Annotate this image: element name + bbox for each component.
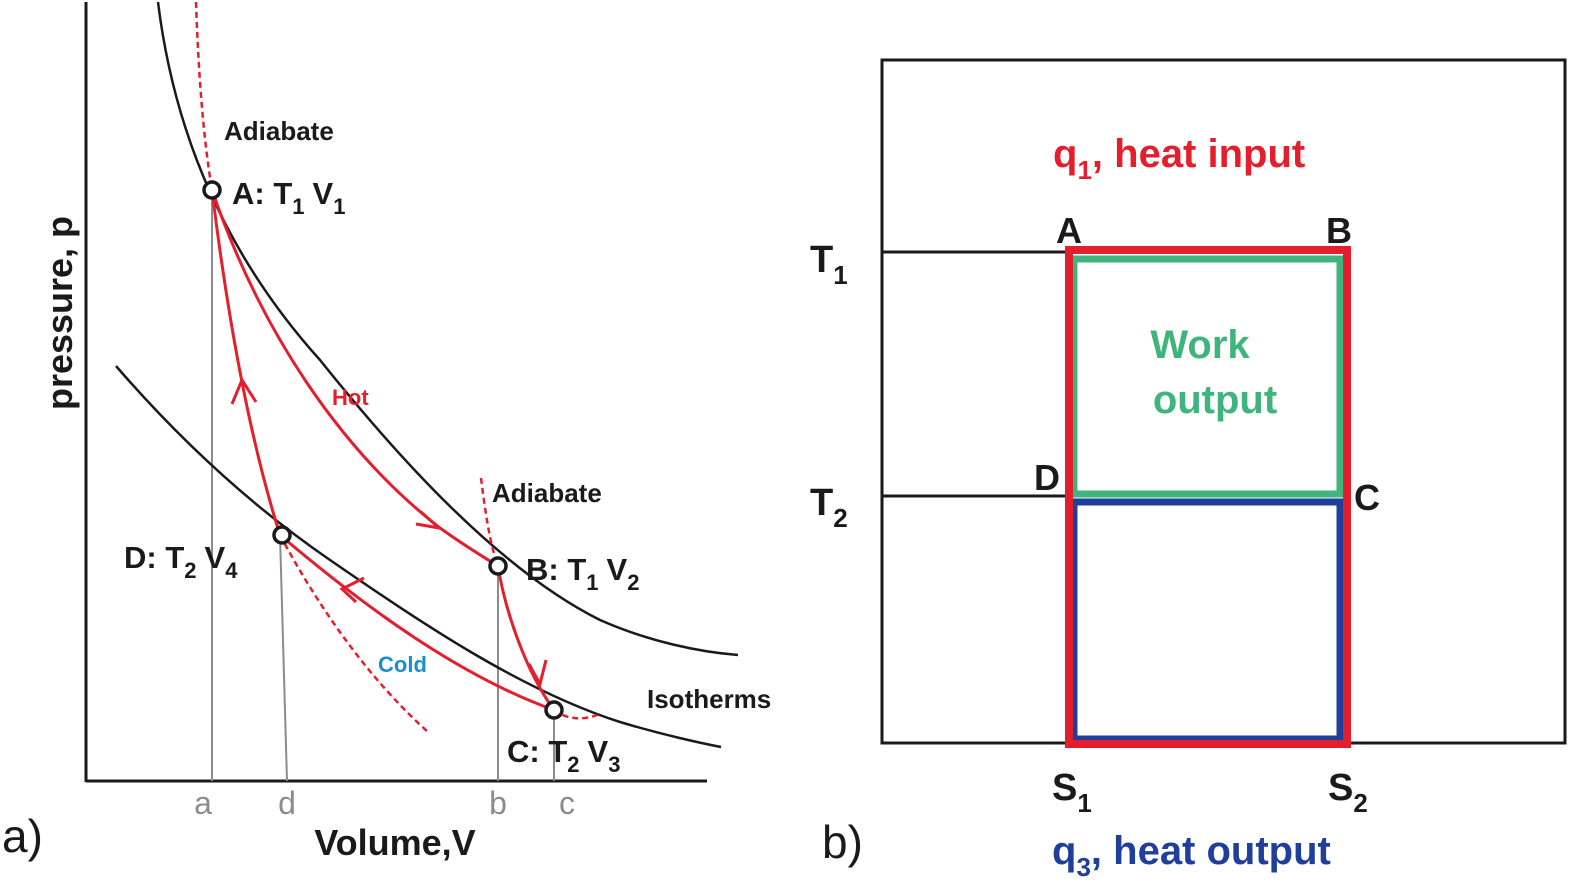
point-B-marker	[488, 556, 508, 576]
arrow-adiabatic-expansion	[527, 659, 548, 689]
arrow-hot-isotherm	[415, 510, 444, 531]
path-cold-isotherm	[279, 533, 555, 712]
isotherm-cold	[115, 365, 722, 749]
s2-label: S2	[1328, 767, 1368, 818]
tick-c: c	[559, 785, 575, 821]
point-A-marker	[202, 180, 222, 200]
corner-C-label: C	[1354, 477, 1380, 518]
adiabate-right-label: Adiabate	[492, 478, 602, 508]
path-adiabatic-compression	[210, 189, 282, 536]
corner-B-label: B	[1326, 210, 1352, 251]
s1-label: S1	[1052, 767, 1092, 818]
panel-b: A B C D T1 T2 S1 S2 q1, heat input Work …	[810, 58, 1567, 882]
t1-label: T1	[810, 239, 848, 290]
heat-input-region	[1065, 246, 1351, 748]
work-output-label-line2: output	[1153, 378, 1277, 422]
work-output-region	[1070, 255, 1344, 498]
isotherms-label: Isotherms	[647, 684, 771, 714]
arrow-cold-isotherm	[339, 576, 365, 604]
cold-label: Cold	[378, 652, 427, 677]
t2-label: T2	[810, 482, 848, 533]
adiabate-extension-left	[278, 534, 429, 733]
adiabate-top-label: Adiabate	[224, 116, 334, 146]
tick-a: a	[194, 785, 212, 821]
point-D-marker	[272, 525, 292, 545]
panel-b-label: b)	[822, 816, 863, 868]
x-axis-title: Volume,V	[314, 822, 475, 863]
work-output-label-line1: Work	[1150, 323, 1250, 367]
hot-label: Hot	[332, 385, 369, 410]
drop-line-d	[279, 534, 288, 782]
isotherm-hot	[156, 1, 739, 657]
panel-a-label: a)	[2, 810, 43, 862]
tick-d: d	[278, 785, 296, 821]
corner-A-label: A	[1056, 210, 1082, 251]
heat-input-label: q1, heat input	[1053, 132, 1305, 185]
path-adiabatic-expansion	[496, 565, 556, 711]
point-C-marker	[544, 700, 564, 720]
heat-output-label: q3, heat output	[1052, 829, 1331, 882]
corner-D-label: D	[1034, 457, 1060, 498]
tick-b: b	[489, 785, 507, 821]
path-hot-isotherm	[210, 189, 499, 568]
heat-output-region	[1070, 498, 1344, 743]
arrow-adiabatic-compression	[230, 376, 258, 405]
adiabate-extension-top	[194, 1, 214, 191]
y-axis-title: pressure, p	[39, 216, 80, 410]
